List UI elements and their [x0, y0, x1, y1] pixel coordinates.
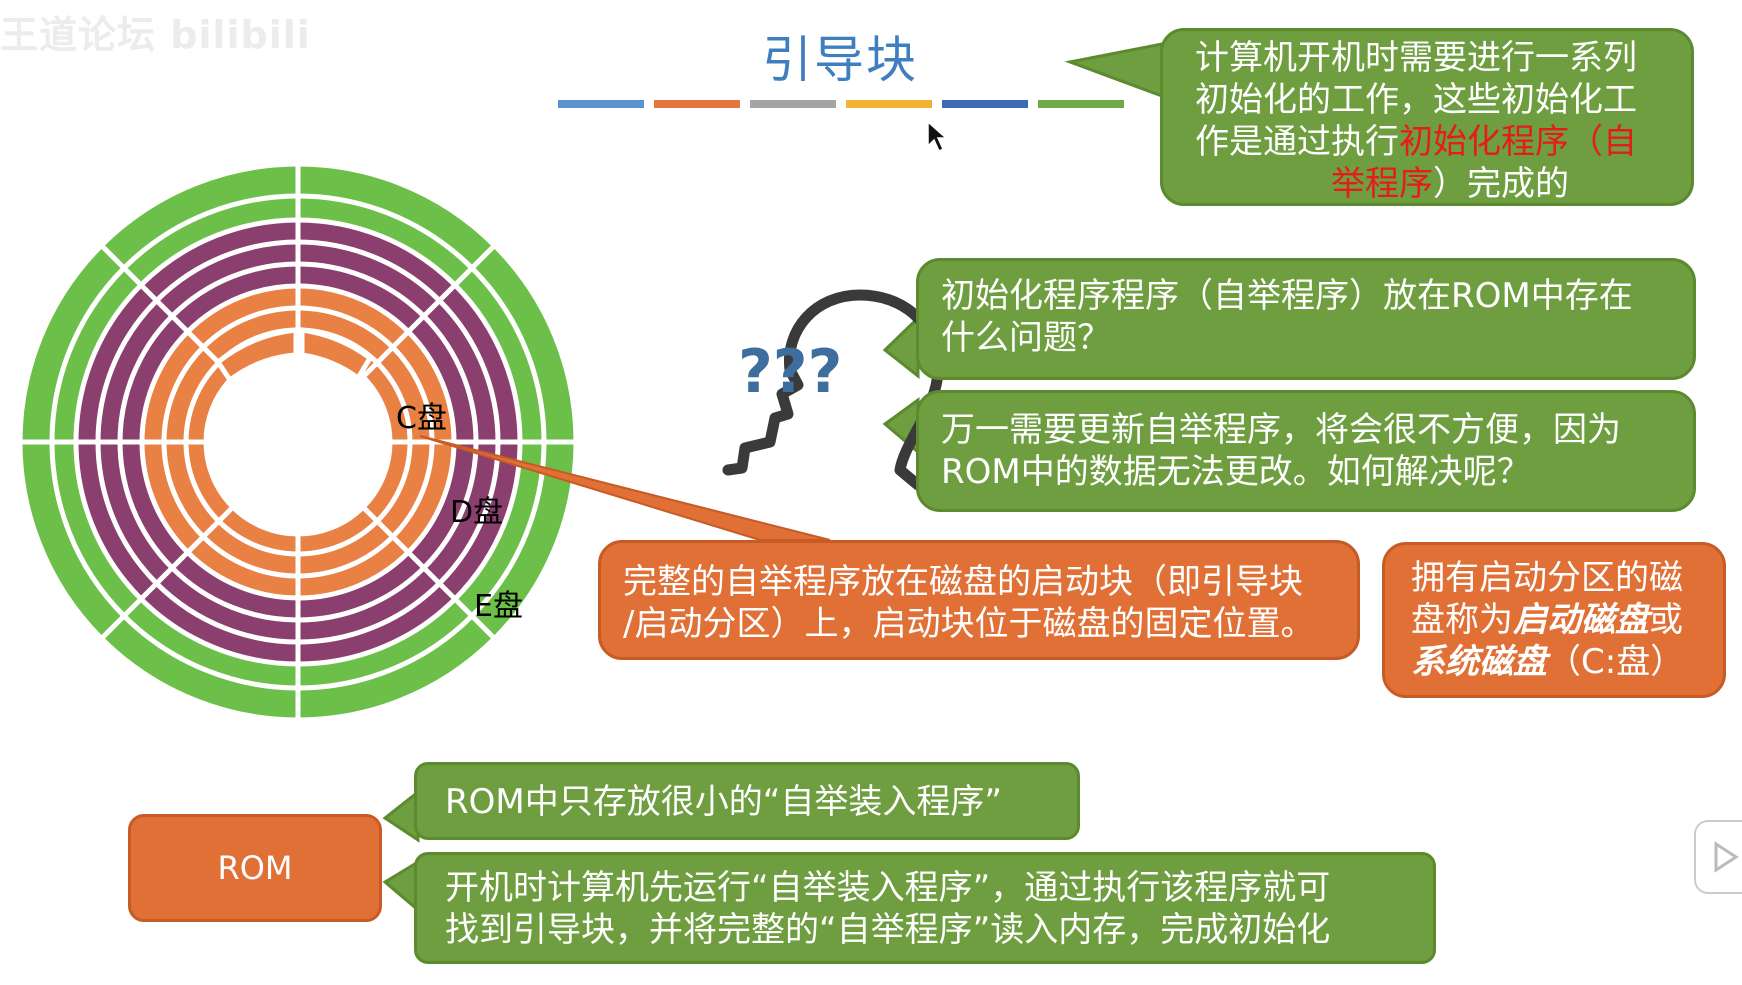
- title-bar-segment: [654, 100, 740, 108]
- boot-block-line-1: 完整的自举程序放在磁盘的启动块（即引导块: [623, 562, 1303, 602]
- boot-disk-line-1: 拥有启动分区的磁: [1411, 558, 1683, 598]
- svg-text:???: ???: [738, 337, 842, 407]
- init-line-2: 初始化的工作，这些初始化工: [1195, 80, 1637, 120]
- init-line-1: 计算机开机时需要进行一系列: [1195, 38, 1637, 78]
- boot-sector-arc: [214, 327, 299, 384]
- video-play-button[interactable]: [1694, 820, 1742, 894]
- title-bar-segment: [750, 100, 836, 108]
- disk-sector-line: [361, 243, 497, 379]
- rom-small-callout: ROM中只存放很小的“自举装入程序”: [414, 762, 1080, 840]
- question-line-1: 初始化程序程序（自举程序）放在ROM中存在: [941, 276, 1633, 316]
- rom-boot-line-2: 找到引导块，并将完整的“自举程序”读入内存，完成初始化: [445, 910, 1331, 950]
- rom-label: ROM: [217, 849, 293, 887]
- question-callout-tail: [882, 314, 920, 380]
- d-disk-label: D盘: [450, 495, 503, 530]
- play-icon: [1714, 841, 1739, 873]
- e-disk-label: E盘: [474, 589, 523, 624]
- init-line-3: 作是通过执行初始化程序（自: [1195, 122, 1637, 162]
- boot-block-callout: 完整的自举程序放在磁盘的启动块（即引导块 /启动分区）上，启动块位于磁盘的固定位…: [598, 540, 1360, 660]
- title-bar-segment: [558, 100, 644, 108]
- boot-block-line-2: /启动分区）上，启动块位于磁盘的固定位置。: [623, 604, 1315, 644]
- boot-disk-callout: 拥有启动分区的磁 盘称为启动磁盘或 系统磁盘（C:盘）: [1382, 542, 1726, 698]
- rom-boot-line-1: 开机时计算机先运行“自举装入程序”，通过执行该程序就可: [445, 868, 1331, 908]
- title-bar-segment: [942, 100, 1028, 108]
- answer-line-2: ROM中的数据无法更改。如何解决呢？: [941, 452, 1531, 492]
- disk-sector-line: [99, 505, 235, 641]
- boot-disk-line-3: 系统磁盘（C:盘）: [1411, 642, 1685, 682]
- rom-small-line-1: ROM中只存放很小的“自举装入程序”: [445, 782, 1002, 822]
- title-bar-segment: [1038, 100, 1124, 108]
- watermark: 王道论坛 bilibili: [0, 13, 311, 57]
- answer-callout: 万一需要更新自举程序，将会很不方便，因为 ROM中的数据无法更改。如何解决呢？: [916, 390, 1696, 512]
- boot-disk-line-2: 盘称为启动磁盘或: [1411, 600, 1683, 640]
- init-callout-tail: [1064, 42, 1164, 99]
- answer-line-1: 万一需要更新自举程序，将会很不方便，因为: [941, 410, 1621, 450]
- page-title: 引导块: [762, 31, 918, 89]
- init-line-4: 举程序）完成的: [1331, 164, 1569, 204]
- boot-sector-arc-2: [299, 327, 374, 382]
- thinking-head-icon: ???: [722, 289, 944, 491]
- disk-spokes: [20, 164, 576, 720]
- c-disk-label: C盘: [396, 401, 447, 436]
- question-line-2: 什么问题？: [941, 318, 1111, 358]
- init-callout: 计算机开机时需要进行一系列 初始化的工作，这些初始化工 作是通过执行初始化程序（…: [1160, 28, 1694, 206]
- rom-boot-callout: 开机时计算机先运行“自举装入程序”，通过执行该程序就可 找到引导块，并将完整的“…: [414, 852, 1436, 964]
- rom-box: ROM: [128, 814, 382, 922]
- question-callout: 初始化程序程序（自举程序）放在ROM中存在 什么问题？: [916, 258, 1696, 380]
- title-bar-segment: [846, 100, 932, 108]
- disk-sector-line: [361, 505, 497, 641]
- disk-sector-line: [99, 243, 235, 379]
